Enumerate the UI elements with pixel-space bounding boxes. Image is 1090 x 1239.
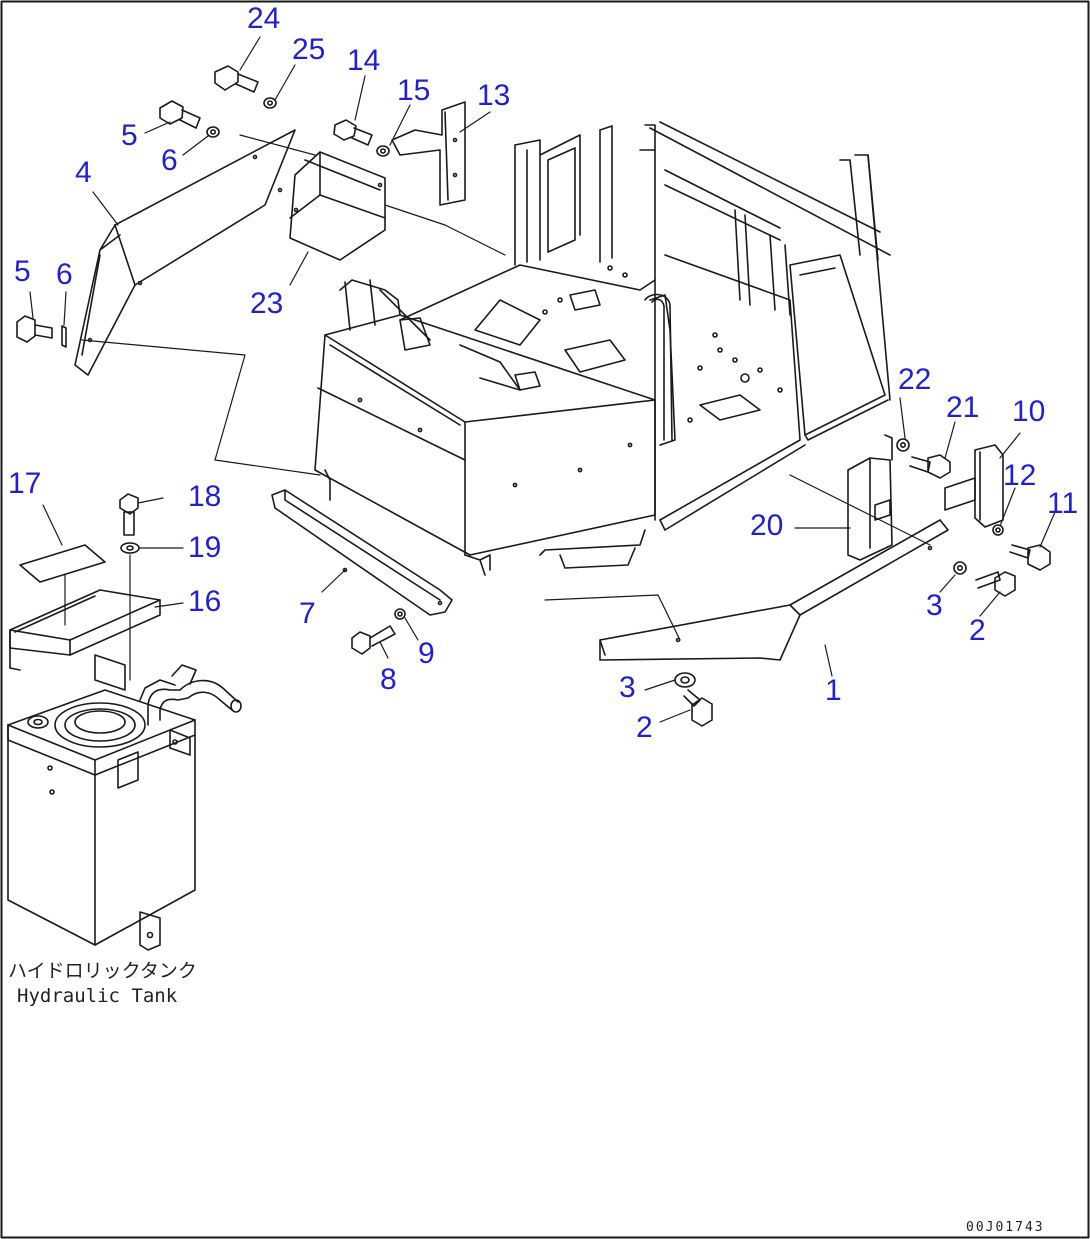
callout-21: 21 xyxy=(946,391,980,424)
part-3-washer-lower xyxy=(674,672,696,688)
callout-11: 11 xyxy=(1047,487,1079,520)
part-5-bolt-upper xyxy=(159,100,201,129)
callout-1: 1 xyxy=(825,674,842,707)
part-21-bolt xyxy=(909,454,951,479)
callout-4: 4 xyxy=(75,156,92,189)
figure-number: 00J01743 xyxy=(966,1220,1045,1235)
callout-23: 23 xyxy=(250,287,284,320)
callout-20: 20 xyxy=(750,509,784,542)
part-6-washer-upper xyxy=(206,126,220,138)
callout-25: 25 xyxy=(292,33,326,66)
part-3-washer-right xyxy=(953,561,967,575)
callout-5-lower: 5 xyxy=(14,255,31,288)
part-7-bracket xyxy=(271,489,453,616)
part-11-bolt xyxy=(1009,544,1051,571)
leader-line xyxy=(544,594,681,641)
part-4-cover xyxy=(74,129,296,376)
part-10-bracket xyxy=(944,444,1004,528)
callout-5-upper: 5 xyxy=(121,119,138,152)
part-16-cover xyxy=(9,589,161,671)
part-12-washer xyxy=(992,524,1004,536)
callout-2-lower: 2 xyxy=(636,711,653,744)
leader-line xyxy=(384,204,506,256)
part-2-bolt-right xyxy=(975,571,1016,597)
leader-line xyxy=(81,339,321,476)
part-1-step xyxy=(599,519,949,661)
callout-13: 13 xyxy=(477,79,511,112)
part-9-washer xyxy=(394,608,406,620)
part-19-washer xyxy=(120,542,140,554)
callout-2-right: 2 xyxy=(969,614,986,647)
part-8-bolt xyxy=(351,625,396,655)
callout-22: 22 xyxy=(898,363,932,396)
hydraulic-tank xyxy=(7,654,196,951)
tank-label-japanese: ハイドロリックタンク xyxy=(8,960,197,982)
part-20-plate xyxy=(847,434,893,561)
callout-18: 18 xyxy=(188,480,222,513)
console-body xyxy=(314,279,656,576)
callout-17: 17 xyxy=(8,467,42,500)
callout-6-lower: 6 xyxy=(56,258,73,291)
part-14-bolt xyxy=(333,119,373,146)
leader-line xyxy=(239,134,316,156)
part-17-sheet xyxy=(19,544,106,583)
part-25-washer xyxy=(263,97,277,109)
callout-leaders xyxy=(29,36,1056,723)
tank-hose xyxy=(139,664,242,726)
callout-14: 14 xyxy=(347,44,381,77)
callout-19: 19 xyxy=(188,531,222,564)
part-24-bolt xyxy=(214,65,259,93)
callout-3-lower: 3 xyxy=(619,671,636,704)
callout-16: 16 xyxy=(188,585,222,618)
part-22-washer xyxy=(896,438,910,452)
callout-3-right: 3 xyxy=(926,589,943,622)
callout-15: 15 xyxy=(397,74,431,107)
callout-12: 12 xyxy=(1003,459,1037,492)
callout-10: 10 xyxy=(1012,395,1046,428)
cab-frame xyxy=(399,121,891,531)
part-23-bracket xyxy=(289,151,386,261)
part-13-plate xyxy=(391,101,466,206)
callout-24: 24 xyxy=(247,2,281,35)
leader-line xyxy=(789,474,931,546)
callout-9: 9 xyxy=(418,637,435,670)
callout-8: 8 xyxy=(380,663,397,696)
part-2-bolt-lower xyxy=(683,689,713,727)
callout-6-upper: 6 xyxy=(161,144,178,177)
callout-7: 7 xyxy=(299,597,316,630)
part-5-bolt-lower xyxy=(16,315,53,343)
part-18-bolt xyxy=(119,493,139,536)
part-6-washer-lower xyxy=(61,325,67,348)
part-15-washer xyxy=(376,145,390,157)
tank-label-english: Hydraulic Tank xyxy=(17,985,178,1007)
